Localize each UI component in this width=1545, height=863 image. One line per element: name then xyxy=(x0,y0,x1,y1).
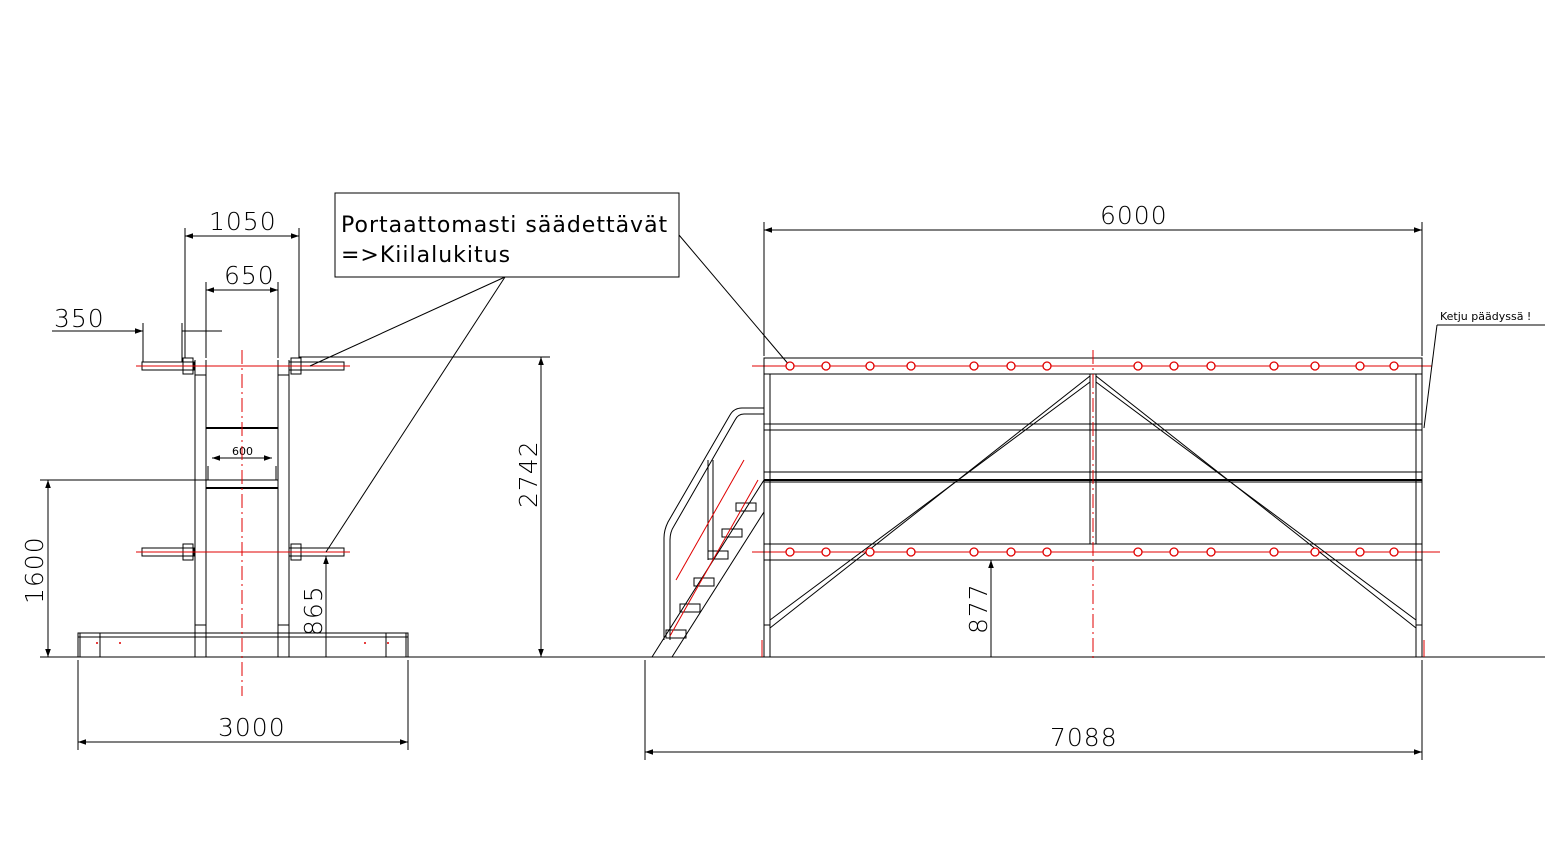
dim-350: 350 xyxy=(54,304,105,333)
chain-note: Ketju päädyssä ! xyxy=(1440,310,1531,323)
upper-arms xyxy=(136,357,350,375)
dim-6000: 6000 xyxy=(1100,201,1168,230)
side-view: 6000 877 7088 Ketju päädyssä ! xyxy=(644,201,1545,760)
lower-arms xyxy=(136,543,350,561)
dim-7088: 7088 xyxy=(1050,723,1118,752)
dim-3000: 3000 xyxy=(218,713,286,742)
dim-865: 865 xyxy=(299,585,328,636)
top-bolts xyxy=(785,361,1399,371)
callout-box: Portaattomasti säädettävät =>Kiilalukitu… xyxy=(309,192,791,553)
dim-877: 877 xyxy=(964,583,993,634)
front-view: 600 1050 650 350 1600 865 2742 xyxy=(20,207,550,750)
callout-line1: Portaattomasti säädettävät xyxy=(341,213,668,238)
dim-1050: 1050 xyxy=(209,207,277,236)
callout-line2: =>Kiilalukitus xyxy=(341,243,511,268)
diagonal-braces xyxy=(769,375,1417,629)
dim-650: 650 xyxy=(224,261,275,290)
dim-2742: 2742 xyxy=(514,440,543,508)
side-posts xyxy=(761,358,1425,657)
base-plate xyxy=(77,632,409,658)
front-columns xyxy=(194,360,290,657)
lower-bolts xyxy=(785,547,1399,557)
stair-assembly xyxy=(651,407,765,658)
dim-1600: 1600 xyxy=(20,536,49,604)
